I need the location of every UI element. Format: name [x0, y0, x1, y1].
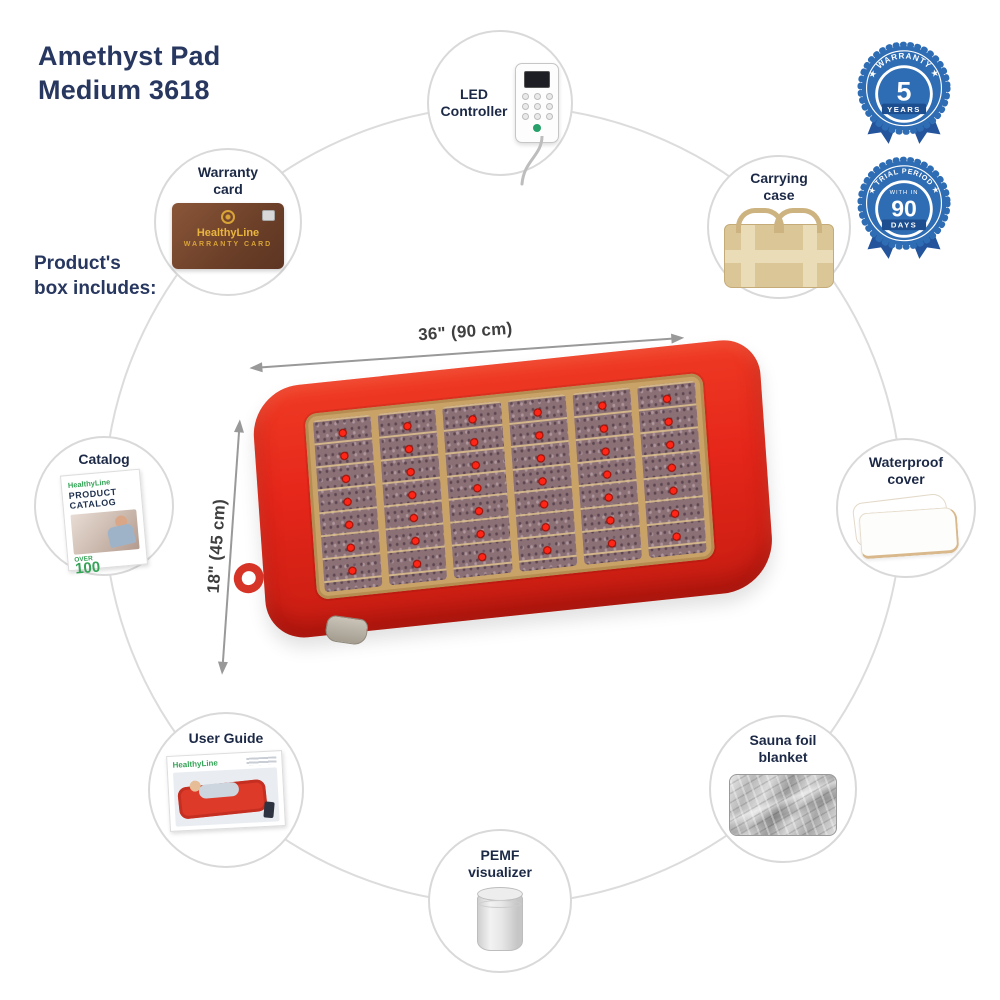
guide-photo [172, 767, 280, 827]
trial-90-days-badge: ★ TRIAL PERIOD ★ WITH IN 90 DAYS [856, 153, 952, 265]
badge-number: 5 [897, 77, 912, 107]
cover-front-fold [858, 506, 960, 559]
item-label: PEMF visualizer [468, 847, 532, 880]
height-arrow [217, 419, 244, 675]
catalog-photo [70, 508, 140, 555]
height-dimension: 18" (45 cm) [177, 416, 253, 675]
item-label: User Guide [188, 730, 264, 746]
item-label: Sauna foil blanket [749, 732, 817, 765]
crystal-column [636, 380, 707, 559]
controller-cable [520, 136, 544, 186]
waterproof-cover-icon [851, 492, 960, 559]
card-chip [262, 209, 275, 221]
item-label: Waterproof cover [868, 454, 944, 487]
item-sauna-foil-blanket: Sauna foil blanket [709, 715, 857, 863]
controller-button [533, 103, 541, 110]
warranty-5-years-badge: ★ WARRANTY ★ 5 YEARS [856, 38, 952, 150]
page-title: Amethyst Pad Medium 3618 [38, 41, 221, 105]
led-controller-icon [515, 63, 560, 186]
crystal-column [377, 407, 448, 586]
controller-button [521, 103, 529, 110]
item-waterproof-cover: Waterproof cover [836, 438, 976, 578]
catalog-title: PRODUCT CATALOG [68, 486, 118, 511]
item-pemf-visualizer: PEMF visualizer [428, 829, 572, 973]
crystal-column [442, 400, 513, 579]
controller-button [533, 113, 541, 120]
controller-screen [524, 71, 551, 88]
width-arrow [249, 333, 685, 373]
item-user-guide: User Guide HealthyLine [148, 712, 304, 868]
power-connector [323, 614, 370, 647]
product-pad-area [228, 336, 800, 675]
warranty-badge-icon: ★ WARRANTY ★ 5 YEARS [857, 41, 951, 144]
box-includes-note: Product's box includes: [34, 253, 157, 299]
crystal-column [507, 394, 578, 572]
item-label: Catalog [78, 451, 130, 467]
badge-unit: YEARS [887, 105, 921, 114]
controller-button [545, 113, 553, 120]
sauna-foil-blanket-icon [729, 773, 837, 836]
badge-subtext: WITH IN [890, 190, 919, 196]
controller-button [521, 113, 529, 120]
catalog-icon: HealthyLine PRODUCT CATALOG OVER 100 [59, 468, 149, 577]
card-emblem [221, 209, 235, 224]
controller-buttons [521, 93, 553, 120]
item-catalog: Catalog HealthyLine PRODUCT CATALOG OVER… [34, 436, 174, 577]
crystal-panel [304, 372, 716, 601]
controller-button [545, 93, 553, 100]
item-label: LED Controller [440, 86, 508, 119]
card-brand: HealthyLine [196, 226, 260, 239]
crystal-column [572, 387, 642, 565]
controller-power-led [533, 124, 542, 132]
card-title: WARRANTY CARD [183, 240, 273, 248]
cylinder-rim [479, 899, 521, 908]
warranty-card-icon: HealthyLine WARRANTY CARD [172, 202, 284, 269]
guide-phone [263, 801, 275, 818]
guide-brand: HealthyLine [172, 758, 219, 770]
cylinder-lid [477, 886, 523, 901]
item-label: Warranty card [197, 164, 259, 197]
trial-badge-icon: ★ TRIAL PERIOD ★ WITH IN 90 DAYS [857, 156, 951, 259]
item-warranty-card: Warranty card HealthyLine WARRANTY CARD [154, 148, 302, 296]
amethyst-pad-image [228, 336, 776, 647]
crystal-column [312, 414, 383, 593]
item-carrying-case: Carrying case [707, 155, 851, 299]
guide-text-lines [246, 755, 277, 766]
item-label: Carrying case [750, 170, 808, 203]
controller-button [545, 103, 553, 110]
badge-number: 90 [891, 196, 917, 222]
item-led-controller: LED Controller [427, 30, 573, 186]
badge-unit: DAYS [891, 221, 917, 230]
controller-button [533, 93, 541, 100]
carrying-case-icon [724, 207, 834, 288]
pemf-visualizer-icon [477, 886, 523, 953]
width-dimension: 36" (90 cm) [247, 307, 685, 375]
controller-button [521, 93, 529, 100]
user-guide-icon: HealthyLine [166, 749, 286, 832]
